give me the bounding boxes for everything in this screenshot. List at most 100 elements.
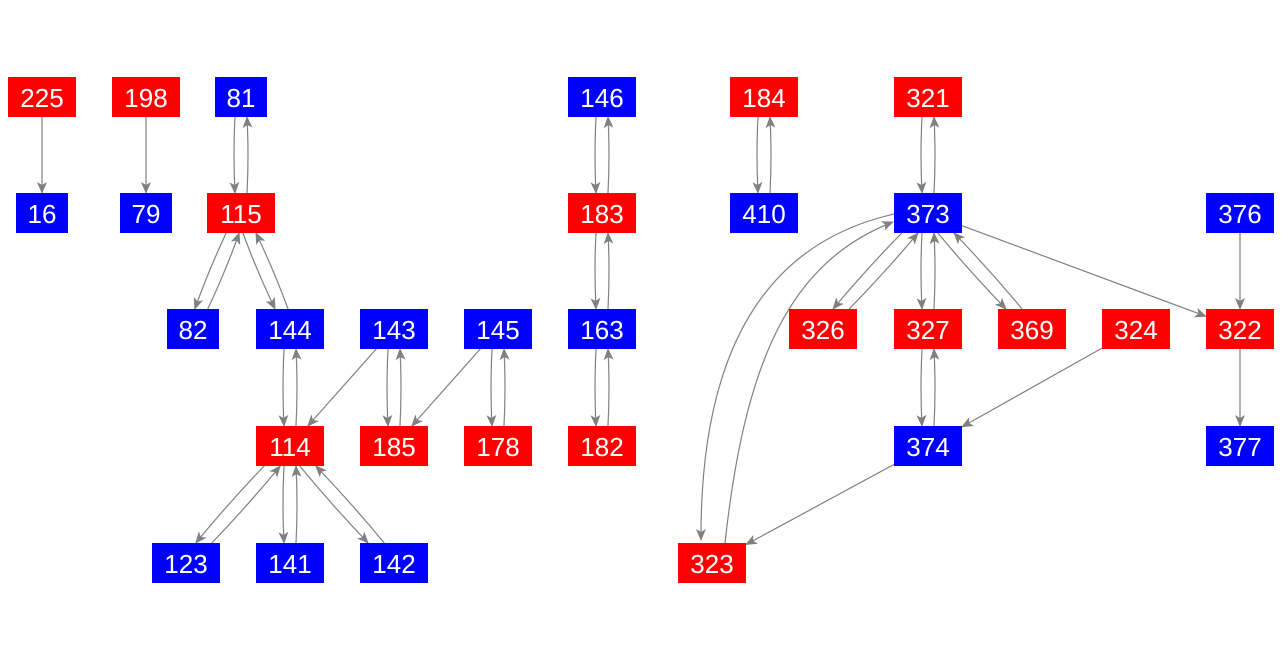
node-box	[120, 193, 172, 233]
node-377: 377	[1206, 426, 1274, 466]
node-198: 198	[112, 77, 180, 117]
edge-114-to-123	[195, 465, 265, 544]
node-box	[1102, 309, 1170, 349]
edges-layer	[37, 116, 1245, 546]
node-box	[730, 77, 798, 117]
edge-373-to-321	[929, 116, 940, 194]
node-box	[568, 193, 636, 233]
node-box	[360, 309, 428, 349]
node-label: 322	[1218, 315, 1261, 345]
node-box	[8, 77, 76, 117]
edge-143-to-114	[307, 348, 377, 427]
edge-183-to-146	[603, 116, 614, 194]
node-label: 123	[164, 549, 207, 579]
edge-373-to-323	[695, 213, 895, 541]
node-label: 369	[1010, 315, 1053, 345]
edge-114-to-142	[299, 465, 369, 544]
node-box	[215, 77, 267, 117]
edge-321-to-373	[916, 116, 927, 194]
edge-326-to-373	[848, 232, 919, 310]
node-143: 143	[360, 309, 428, 349]
node-box	[998, 309, 1066, 349]
edge-141-to-114	[291, 465, 302, 544]
edge-146-to-183	[590, 116, 601, 194]
node-322: 322	[1206, 309, 1274, 349]
node-184: 184	[730, 77, 798, 117]
node-label: 326	[801, 315, 844, 345]
node-79: 79	[120, 193, 172, 233]
edge-410-to-184	[765, 116, 776, 194]
node-label: 183	[580, 199, 623, 229]
edge-115-to-81	[242, 116, 253, 194]
node-142: 142	[360, 543, 428, 583]
edge-374-to-327	[929, 348, 940, 427]
node-label: 146	[580, 83, 623, 113]
node-box	[207, 193, 275, 233]
node-label: 373	[906, 199, 949, 229]
node-label: 321	[906, 83, 949, 113]
node-label: 198	[124, 83, 167, 113]
node-410: 410	[730, 193, 798, 233]
node-321: 321	[894, 77, 962, 117]
edge-182-to-163	[603, 348, 614, 427]
node-box	[568, 309, 636, 349]
node-box	[360, 543, 428, 583]
edge-184-to-410	[752, 116, 763, 194]
node-323: 323	[678, 543, 746, 583]
edge-81-to-115	[229, 116, 240, 194]
node-label: 114	[269, 432, 310, 462]
node-16: 16	[16, 193, 68, 233]
edge-163-to-182	[590, 348, 601, 427]
edge-163-to-183	[603, 232, 614, 310]
edge-183-to-163	[590, 232, 601, 310]
node-141: 141	[256, 543, 324, 583]
node-box	[1206, 193, 1274, 233]
edge-323-to-373	[724, 221, 894, 544]
node-label: 185	[372, 432, 415, 462]
node-178: 178	[464, 426, 532, 466]
node-box	[678, 543, 746, 583]
node-label: 377	[1218, 432, 1261, 462]
node-label: 141	[268, 549, 311, 579]
node-box	[112, 77, 180, 117]
edge-324-to-374	[961, 347, 1103, 428]
node-115: 115	[207, 193, 275, 233]
edge-185-to-143	[395, 348, 406, 427]
node-114: 114	[256, 426, 324, 466]
node-label: 178	[476, 432, 519, 462]
node-box	[16, 193, 68, 233]
node-box	[894, 426, 962, 466]
node-box	[1206, 426, 1274, 466]
node-label: 81	[227, 83, 256, 113]
node-label: 376	[1218, 199, 1261, 229]
node-123: 123	[152, 543, 220, 583]
node-box	[894, 193, 962, 233]
node-label: 324	[1114, 315, 1157, 345]
node-label: 374	[906, 432, 949, 462]
edge-369-to-373	[953, 232, 1023, 310]
node-182: 182	[568, 426, 636, 466]
node-369: 369	[998, 309, 1066, 349]
node-box	[256, 543, 324, 583]
node-label: 115	[220, 199, 261, 229]
node-box	[256, 426, 324, 466]
node-label: 163	[580, 315, 623, 345]
node-label: 79	[132, 199, 161, 229]
node-label: 16	[28, 199, 57, 229]
node-326: 326	[789, 309, 857, 349]
node-374: 374	[894, 426, 962, 466]
edge-143-to-185	[382, 348, 393, 427]
edge-373-to-369	[937, 232, 1007, 310]
edge-373-to-327	[916, 232, 927, 310]
node-box	[256, 309, 324, 349]
node-185: 185	[360, 426, 428, 466]
node-box	[152, 543, 220, 583]
node-label: 182	[580, 432, 623, 462]
edge-123-to-114	[211, 465, 281, 544]
edge-145-to-178	[486, 348, 497, 427]
node-label: 82	[179, 315, 208, 345]
node-label: 327	[906, 315, 949, 345]
node-box	[894, 77, 962, 117]
